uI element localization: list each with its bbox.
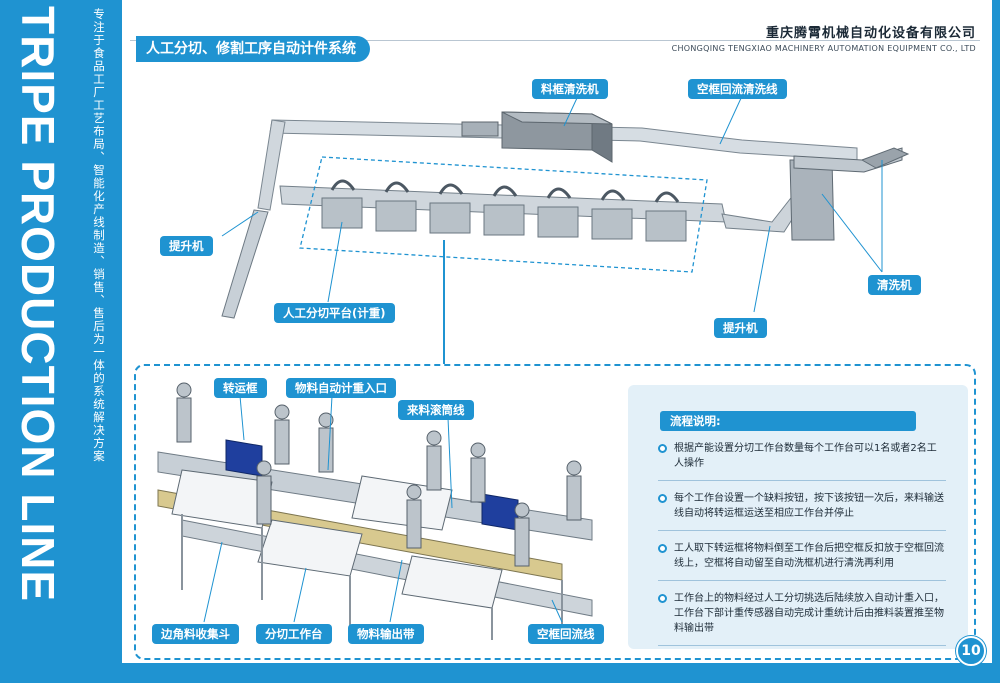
transfer-crates: [225, 439, 519, 531]
label-crate-washer: 料框清洗机: [532, 79, 608, 99]
company-name-cn: 重庆腾霄机械自动化设备有限公司: [765, 26, 976, 41]
process-step: 工人取下转运框将物料倒至工作台后把空框反扣放于空框回流线上，空框将自动留至自动洗…: [658, 541, 946, 581]
worker-figures: [176, 382, 582, 567]
company-name-en: CHONGQING TENGXIAO MACHINERY AUTOMATION …: [671, 44, 976, 53]
process-step-text: 工作台上的物料经过人工分切挑选后陆续放入自动计重入口，工作台下部计重传感器自动完…: [674, 593, 944, 634]
page-title: 人工分切、修割工序自动计件系统: [136, 36, 370, 62]
cutting-area-dashed-outline: [299, 156, 708, 273]
left-sidebar: TRIPE PRODUCTION LINE 专注于食品工厂工艺布局、智能化产线制…: [0, 0, 122, 683]
label-manual-cutting-platform: 人工分切平台(计重): [274, 303, 395, 323]
process-step-text: 根据产能设置分切工作台数量每个工作台可以1名或者2名工人操作: [674, 443, 937, 469]
bullet-circle-icon: [658, 594, 667, 603]
sidebar-slogan: 专注于食品工厂工艺布局、智能化产线制造、销售、售后为一体的系统解决方案: [92, 8, 106, 463]
bottom-edge-bar: [122, 663, 1000, 683]
bullet-circle-icon: [658, 494, 667, 503]
company-header: 重庆腾霄机械自动化设备有限公司 CHONGQING TENGXIAO MACHI…: [672, 22, 976, 53]
cutting-stations: [321, 197, 687, 242]
label-auto-weigh-entry: 物料自动计重入口: [286, 378, 396, 398]
left-elevator: [221, 209, 269, 319]
detail-illustration: [157, 382, 593, 640]
process-steps: 根据产能设置分切工作台数量每个工作台可以1名或者2名工人操作 每个工作台设置一个…: [658, 441, 946, 656]
right-edge-bar: [992, 0, 1000, 683]
detail-leader-lines: [203, 395, 563, 623]
label-elevator-left: 提升机: [160, 236, 213, 256]
process-step-text: 每个工作台设置一个缺料按钮，按下该按钮一次后，来料输送线自动将转运框运送至相应工…: [674, 493, 944, 519]
label-washer: 清洗机: [868, 275, 921, 295]
process-step: 工作台上的物料经过人工分切挑选后陆续放入自动计重入口，工作台下部计重传感器自动完…: [658, 591, 946, 646]
crate-washer-machine: [461, 111, 613, 163]
page-panel: 重庆腾霄机械自动化设备有限公司 CHONGQING TENGXIAO MACHI…: [122, 0, 1000, 683]
page-number: 10: [956, 636, 986, 666]
header-divider: [130, 40, 980, 41]
station-arches: [330, 179, 680, 203]
left-vertical-conveyor: [257, 119, 286, 211]
label-incoming-roller-line: 来料滚筒线: [398, 400, 474, 420]
cutting-worktables: [171, 469, 503, 609]
sidebar-title: TRIPE PRODUCTION LINE: [12, 6, 64, 603]
process-title: 流程说明:: [660, 411, 916, 431]
leader-lines: [221, 95, 883, 313]
production-line-overview-illustration: [221, 95, 910, 392]
bullet-circle-icon: [658, 544, 667, 553]
process-step: 根据产能设置分切工作台数量每个工作台可以1名或者2名工人操作: [658, 441, 946, 481]
label-empty-crate-return-line: 空框回流线: [528, 624, 604, 644]
label-material-output-belt: 物料输出带: [348, 624, 424, 644]
bullet-circle-icon: [658, 444, 667, 453]
label-cutting-station: 分切工作台: [256, 624, 332, 644]
process-step: 每个工作台设置一个缺料按钮，按下该按钮一次后，来料输送线自动将转运框运送至相应工…: [658, 491, 946, 531]
label-elevator-right: 提升机: [714, 318, 767, 338]
label-empty-crate-return-wash: 空框回流清洗线: [688, 79, 787, 99]
label-corner-scrap-hopper: 边角料收集斗: [152, 624, 239, 644]
process-step-text: 工人取下转运框将物料倒至工作台后把空框反扣放于空框回流线上，空框将自动留至自动洗…: [674, 543, 944, 569]
process-description-panel: 流程说明: 根据产能设置分切工作台数量每个工作台可以1名或者2名工人操作 每个工…: [628, 385, 968, 649]
washer-machine: [789, 147, 910, 241]
label-transfer-crate: 转运框: [214, 378, 267, 398]
